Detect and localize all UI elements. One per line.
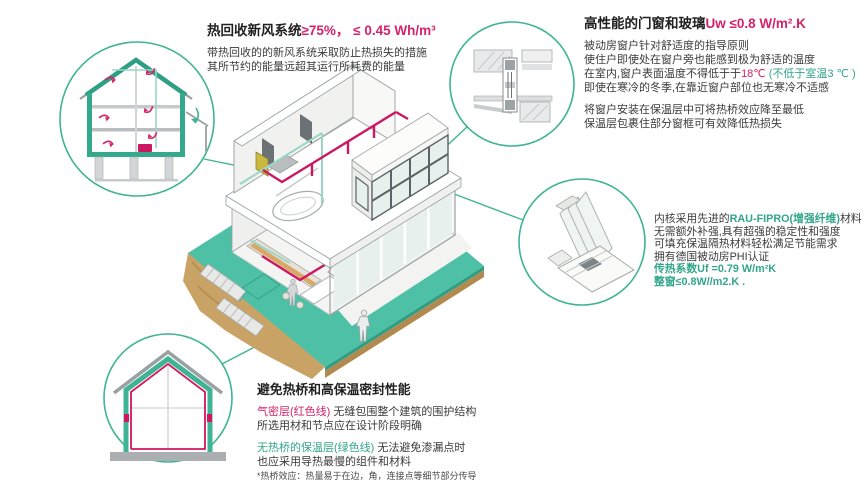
outdoor-stairs-upper [199,263,247,302]
house-illustration [183,64,484,379]
person-terrace [355,309,371,342]
wing-curtain-wall [371,133,449,222]
windows-line: 将窗户安装在保温层中可将热桥效应降至最低 [584,104,804,116]
profile-uf-value: 传热系数Uf =0.79 W/m²K [654,263,777,276]
upper-wall-back-right [352,64,396,144]
callout-windows: 高性能的门窗和玻璃Uw ≤0.8 W/m².K 被动房窗户针对舒适度的指导原则 … [584,15,864,131]
insulation-outline-diagram [103,333,233,463]
windows-line: 保温层包裹住部分窗框可有效降低热损失 [584,118,782,130]
thermal-line: 所选用材和节点应在设计阶段明确 [257,420,422,432]
ventilation-line: 其所节约的能量远超其运行所耗费的能量 [207,61,405,73]
windows-line: 被动房窗户针对舒适度的指导原则 [584,40,749,52]
windows-line: 在室内,窗户表面温度不得低于于18℃ (不低于室温3 ℃ ) [584,68,856,80]
windows-title: 高性能的门窗和玻璃Uw ≤0.8 W/m².K [584,16,806,31]
thermal-line: 无热桥的保温层(绿色线) 无法避免渗漏点时 [257,442,466,454]
profile-line: 拥有德国被动房PHI认证 [654,250,770,263]
window-frame-profile [502,57,518,113]
window-section-diagram [449,21,575,147]
callout-ventilation: 热回收新风系统≥75%， ≤ 0.45 Wh/m³ 带热回收的的新风系统采取防止… [207,22,507,74]
windows-line: 即使在寒冷的冬季,在靠近窗户部位也无寒冷不适感 [584,82,830,94]
profile-line: 内核采用先进的RAU-FIPRO(增强纤维)材料 [654,213,862,225]
duct-upper-pink [262,110,397,184]
ventilation-title: 热回收新风系统≥75%， ≤ 0.45 Wh/m³ [207,23,436,38]
thermal-line: 也应采用导热最慢的组件和材料 [257,456,411,468]
thermal-title: 避免热桥和高保温密封性能 [257,382,411,397]
callout-profile: 内核采用先进的RAU-FIPRO(增强纤维)材料 无需额外补强,具有超强的稳定性… [654,213,865,289]
thermal-footnote: *热桥效应：热量易于在边，角，连接点等细节部分传导 [257,471,477,481]
person-kitchen [286,278,299,306]
thermal-line: 气密层(红色线) 无缝包围整个建筑的围护结构 [257,406,477,418]
profile-uw-value: 整窗≤0.8W//m2.K . [654,275,746,288]
ventilation-line: 带热回收的的新风系统采取防止热损失的措施 [207,47,427,59]
ventilation-section-diagram [59,41,215,197]
window-profile-diagram [518,178,646,306]
windows-line: 使住户即使处在窗户旁也能感到极为舒适的温度 [584,54,815,66]
callout-thermal: 避免热桥和高保温密封性能 气密层(红色线) 无缝包围整个建筑的围护结构 所选用材… [257,381,537,483]
heat-pump-unit [138,144,152,152]
profile-line: 无需额外补强,具有超强的稳定性和强度 [654,225,841,238]
airtight-layer-line [130,362,206,450]
profile-line: 可填充保温隔热材料轻松满足节能需求 [654,238,838,251]
airflow-arrows [98,68,158,148]
